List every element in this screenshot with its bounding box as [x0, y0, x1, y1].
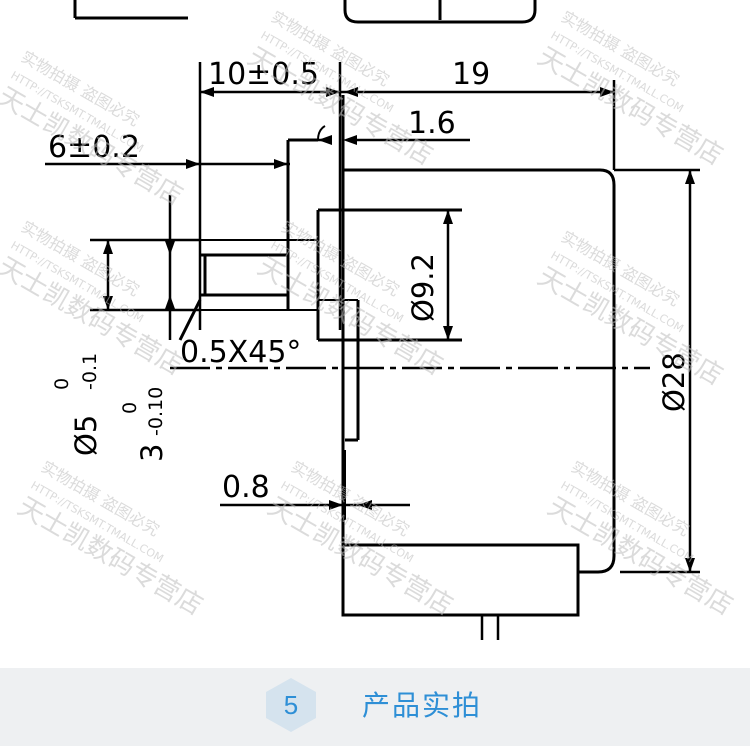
arrow-head [165, 241, 175, 255]
arrow-head [318, 135, 332, 145]
arrow-head [685, 170, 695, 184]
arrow-head [600, 87, 614, 97]
dimension-1-6: 1.6 [408, 106, 456, 141]
section-title: 产品实拍 [362, 690, 483, 721]
section-number: 5 [283, 690, 299, 720]
chamfer-label: 0.5X45° [180, 335, 301, 370]
hexagon-badge-icon [266, 678, 316, 732]
arrow-head [165, 295, 175, 309]
arrow-head [326, 87, 340, 97]
arrow-head [186, 159, 200, 169]
shaft-line [317, 125, 326, 141]
arrow-head [443, 210, 453, 224]
arrow-head [103, 296, 113, 310]
dimension-0-8: 0.8 [222, 470, 270, 505]
dimension-3-tol-upper: 0 [119, 402, 141, 414]
bottom-block [341, 543, 580, 617]
arrow-head [103, 240, 113, 254]
outline-line [343, 0, 537, 24]
arrow-head [200, 87, 214, 97]
body-outline [343, 168, 616, 574]
dimension-dia-5: Ø5 [69, 415, 103, 456]
technical-drawing: 10±0.5 19 1.6 6±0.2 0.5X45° 0.8 Ø9.2 Ø28… [0, 0, 738, 640]
dimension-dia-28: Ø28 [657, 352, 691, 412]
chamfer-line [178, 299, 202, 341]
section-footer [0, 668, 750, 746]
dimension-10: 10±0.5 [208, 57, 319, 92]
dimension-dia-5-tol-upper: 0 [51, 378, 73, 390]
arrow-head [443, 326, 453, 340]
dimension-3: 3 [135, 444, 169, 462]
arrow-head [344, 87, 358, 97]
dimension-dia-9-2: Ø9.2 [406, 253, 440, 322]
dimension-3-tol-lower: -0.10 [145, 387, 167, 436]
arrow-head [685, 558, 695, 572]
arrow-head [343, 135, 357, 145]
dimension-dia-5-tol-lower: -0.1 [79, 353, 101, 390]
dimension-19: 19 [452, 57, 490, 92]
dimension-6: 6±0.2 [48, 130, 140, 165]
arrow-head [274, 159, 288, 169]
watermark-group: 实物拍摄 盗图必究 HTTP://TSKSMT.TMALL.COM 天士凯数码专… [0, 7, 738, 622]
arrow-head [358, 500, 372, 510]
arrow-head [329, 500, 343, 510]
